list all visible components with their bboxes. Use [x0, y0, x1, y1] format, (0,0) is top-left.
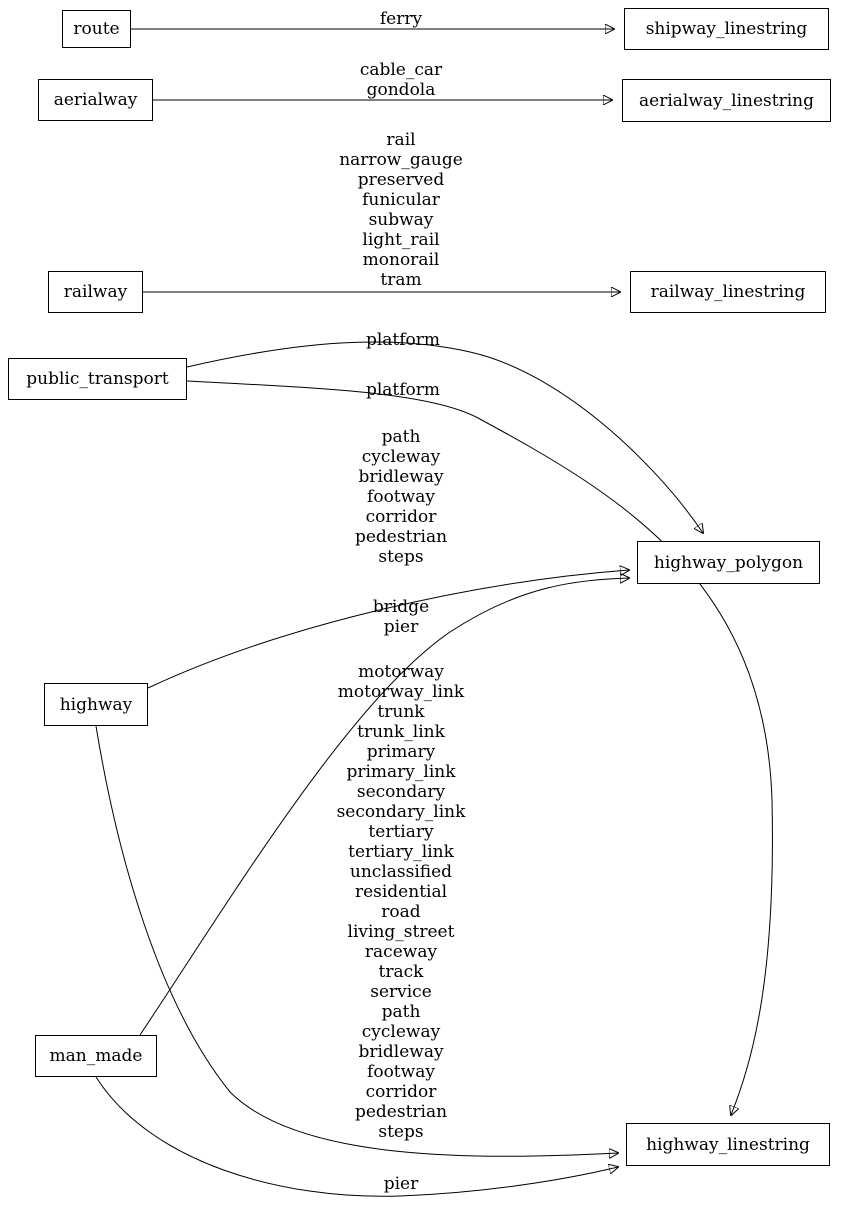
edge-label-railway-values: rail narrow_gauge preserved funicular su…	[339, 130, 463, 290]
edge-highway-to-highway_polygon	[147, 570, 629, 689]
node-railway: railway	[48, 271, 143, 313]
edge-label-highway-polygon-values: path cycleway bridleway footway corridor…	[354, 427, 448, 567]
node-railway_linestring: railway_linestring	[630, 271, 826, 313]
edge-highway-to-highway_linestring	[95, 725, 618, 1156]
edge-label-highway-linestring-values: motorway motorway_link trunk trunk_link …	[336, 662, 466, 1142]
edge-label-aerialway-values: cable_car gondola	[359, 60, 443, 100]
node-public_transport: public_transport	[8, 358, 187, 400]
node-shipway_linestring: shipway_linestring	[624, 8, 829, 50]
node-aerialway_linestring: aerialway_linestring	[622, 79, 831, 122]
edge-label-platform-polygon: platform	[365, 330, 441, 350]
edge-label-platform-linestring: platform	[365, 380, 441, 400]
node-highway: highway	[44, 683, 148, 726]
node-highway_linestring: highway_linestring	[626, 1123, 830, 1166]
node-highway_polygon: highway_polygon	[637, 541, 820, 584]
edge-public_transport-to-highway_linestring	[186, 380, 773, 1115]
edge-label-ferry: ferry	[379, 9, 423, 29]
node-man_made: man_made	[35, 1035, 157, 1077]
node-route: route	[62, 10, 131, 48]
edge-man_made-to-highway_linestring	[95, 1076, 618, 1197]
edge-public_transport-to-highway_polygon	[186, 341, 703, 533]
node-aerialway: aerialway	[38, 79, 153, 121]
edge-label-man_made-polygon-values: bridge pier	[372, 597, 430, 637]
edge-man_made-to-highway_polygon	[139, 578, 629, 1036]
edge-label-pier: pier	[383, 1174, 419, 1194]
